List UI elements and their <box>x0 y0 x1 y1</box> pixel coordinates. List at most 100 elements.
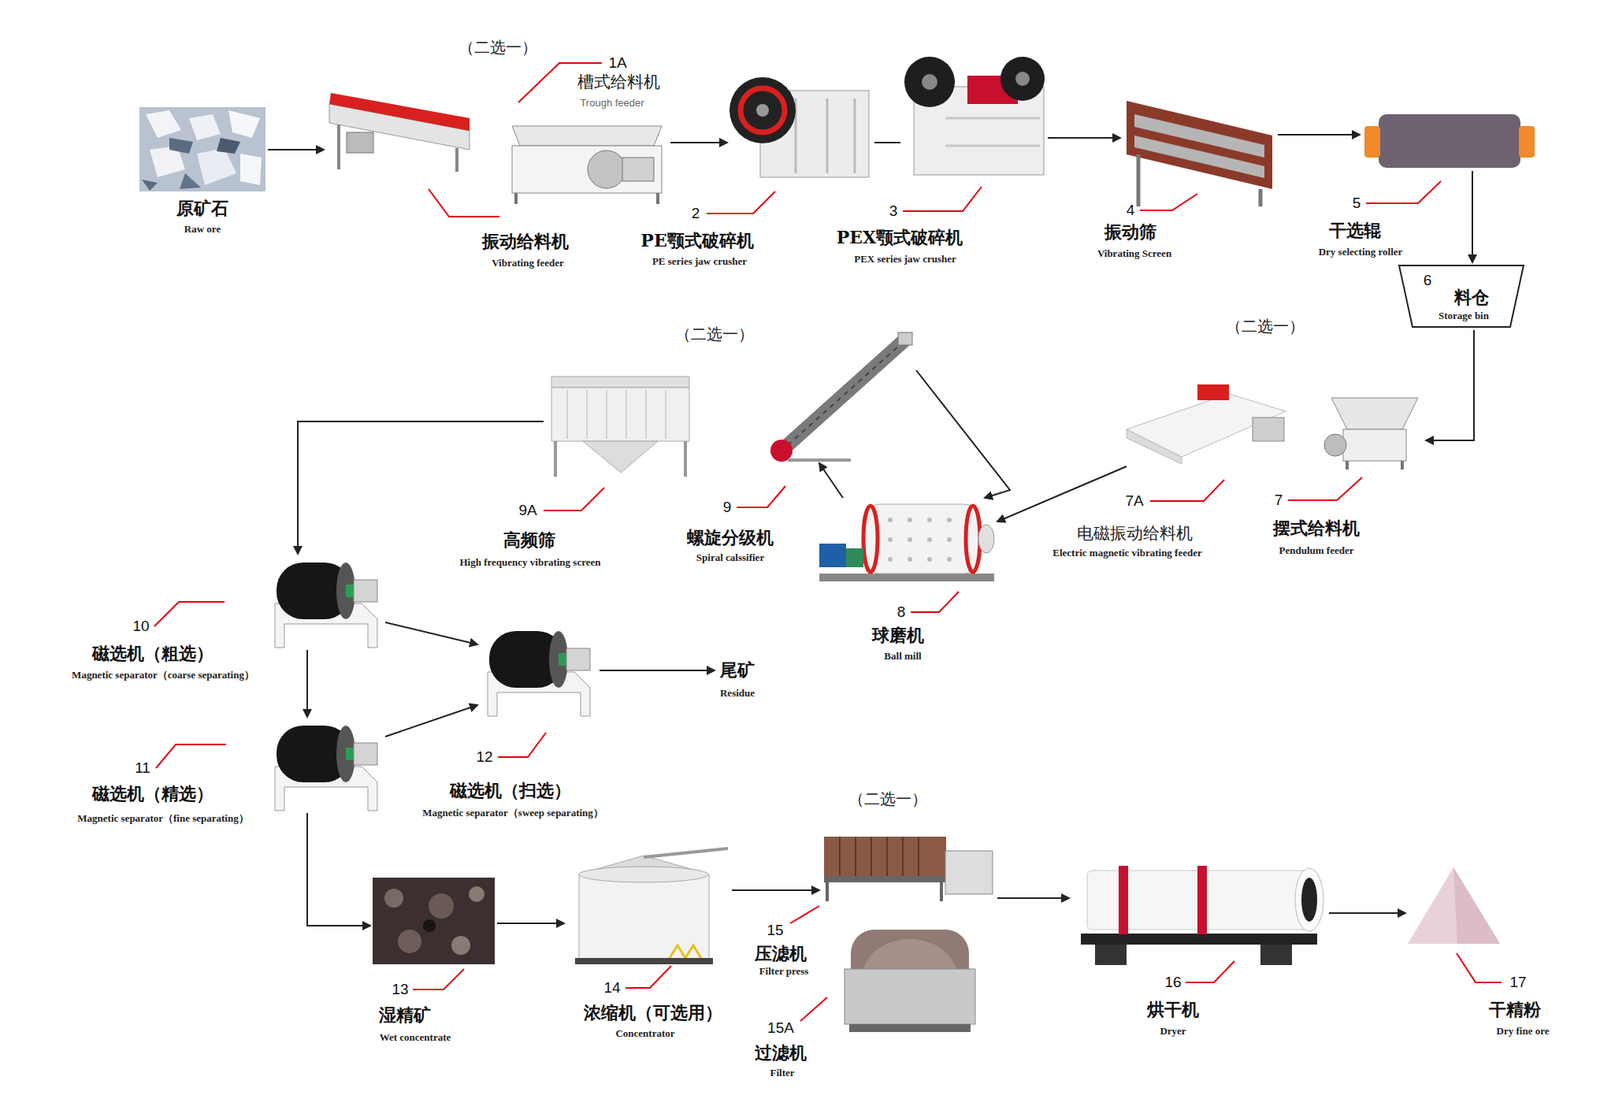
ball-mill-picture <box>819 504 995 582</box>
callout-number: 15A <box>767 1019 795 1037</box>
equipment-node: 14浓缩机（可选用）Concentrator <box>566 846 730 965</box>
equipment-node: 2PE颚式破碎机PE series jaw crusher <box>729 71 873 184</box>
ball-mill-picture-part-part <box>887 517 893 523</box>
ball-mill-picture-part-part <box>907 537 913 542</box>
concentrator-picture-part <box>579 874 710 960</box>
pendulum-feeder-picture-part <box>1343 429 1407 461</box>
english-name: Magnetic separator（coarse separating） <box>71 668 255 683</box>
chinese-name: PEX颚式破碎机 <box>836 226 963 250</box>
leader-lines-part <box>902 186 982 212</box>
chinese-name: 螺旋分级机 <box>686 526 774 550</box>
flow-arrow <box>267 148 324 151</box>
alternative-note: （二选一） <box>458 37 538 59</box>
ball-mill-picture-part <box>978 524 995 554</box>
raw-ore-picture-part <box>216 137 241 154</box>
vibrating-screen-picture-part <box>1258 189 1263 207</box>
ball-mill-picture-part-part <box>946 556 952 562</box>
vibrating-feeder-picture-part <box>337 124 341 170</box>
concentrator-picture-part <box>575 957 713 965</box>
pe-jaw-crusher-picture-part <box>756 103 769 117</box>
english-name: Electric magnetic vibrating feeder <box>1052 546 1203 560</box>
magnetic-separator-picture-part <box>487 631 591 717</box>
filter-press-picture-part <box>945 850 993 895</box>
ball-mill-picture-part <box>862 504 981 574</box>
magnetic-separator-picture-part <box>274 562 378 648</box>
callout-number: 15 <box>766 921 784 940</box>
wet-concentrate-picture-part <box>423 919 436 932</box>
equipment-node: 10磁选机（粗选）Magnetic separator（coarse separ… <box>267 556 383 648</box>
flow-arrow <box>1471 170 1474 263</box>
chinese-name: 摆式给料机 <box>1273 516 1360 541</box>
callout-number: 7A <box>1124 492 1144 510</box>
leader-lines-part <box>1456 953 1502 983</box>
equipment-node: 13湿精矿Wet concentrate <box>372 877 495 965</box>
raw-ore-picture-part <box>145 110 182 138</box>
ball-mill-picture-part <box>863 505 878 572</box>
pex-jaw-crusher-picture <box>904 56 1045 175</box>
wet-concentrate-picture-part <box>451 935 471 955</box>
spiral-classifier-picture-part <box>787 458 851 462</box>
ball-mill-picture-part <box>846 548 864 568</box>
flow-arrow <box>307 812 371 926</box>
flow-arrow <box>1047 137 1121 139</box>
chinese-name: 磁选机（粗选） <box>92 642 214 666</box>
pe-jaw-crusher-picture-part <box>826 98 829 174</box>
leader-lines-part <box>412 968 465 990</box>
chinese-name: 振动筛 <box>1104 220 1157 245</box>
chinese-name: 干精粉 <box>1488 998 1541 1022</box>
filter-press-picture-part-part <box>854 836 857 877</box>
raw-ore-picture-part <box>139 107 266 192</box>
equipment-node: 7摆式给料机Pendulum feeder <box>1316 393 1424 470</box>
dryer-picture-part <box>1197 865 1207 935</box>
pe-jaw-crusher-picture <box>729 77 869 178</box>
vibrating-feeder-picture-part <box>455 148 459 172</box>
callout-number: 8 <box>897 603 906 621</box>
spiral-classifier-picture <box>770 332 913 462</box>
high-frequency-screen-picture-part-part <box>566 389 568 439</box>
pex-jaw-crusher-picture-part <box>945 117 1040 120</box>
raw-ore-picture-part <box>169 137 194 154</box>
vibrating-feeder-picture-part <box>329 92 470 131</box>
pendulum-feeder-picture-part <box>1331 397 1419 430</box>
ball-mill-picture-part-part <box>887 556 893 562</box>
ball-mill-picture-part-part <box>927 517 932 523</box>
trough-feeder-picture-part <box>512 126 662 146</box>
filter-press-picture-part-part <box>886 836 888 877</box>
alternative-note: （二选一） <box>675 323 754 346</box>
chinese-name: 高频筛 <box>503 528 556 553</box>
trough-feeder-picture-part <box>514 193 518 205</box>
high-frequency-screen-picture-part <box>567 389 666 439</box>
callout-number: 17 <box>1509 973 1526 992</box>
dry-fine-ore-picture <box>1407 867 1500 944</box>
pex-jaw-crusher-picture-part <box>1015 71 1030 86</box>
spiral-classifier-picture-part <box>787 346 899 446</box>
english-name: Dry selecting roller <box>1318 245 1404 259</box>
concentrator-picture-part <box>643 848 728 858</box>
english-name: Ball mill <box>883 649 921 663</box>
spiral-classifier-picture-part <box>781 340 905 451</box>
wet-concentrate-picture-part <box>397 929 422 954</box>
electromagnetic-feeder-picture-part <box>1252 417 1285 442</box>
chinese-name: 原矿石 <box>176 196 229 221</box>
high-frequency-screen-picture-part <box>553 441 557 477</box>
ball-mill-picture-part <box>819 543 847 568</box>
chinese-name: 振动给料机 <box>482 230 569 254</box>
trough-feeder-picture <box>512 126 662 205</box>
flow-arrow <box>670 141 728 144</box>
ball-mill-picture-part-part <box>927 556 932 562</box>
pex-jaw-crusher-picture-part <box>1000 56 1045 101</box>
high-frequency-screen-picture-part-part <box>645 389 647 439</box>
equipment-node: 原矿石Raw ore <box>139 107 266 192</box>
wet-concentrate-picture-part <box>384 888 404 908</box>
callout-number: 2 <box>691 204 701 223</box>
flow-arrow <box>385 705 478 737</box>
filter-press-picture-part-part <box>838 836 841 877</box>
flow-arrow <box>916 370 1010 498</box>
chinese-name: 压滤机 <box>754 942 807 966</box>
flow-arrow <box>997 897 1070 899</box>
english-name: Spiral calssifier <box>696 551 765 565</box>
ball-mill-picture-part <box>819 573 995 582</box>
alternative-note: （二选一） <box>1225 315 1305 338</box>
leader-lines-part <box>154 601 225 627</box>
